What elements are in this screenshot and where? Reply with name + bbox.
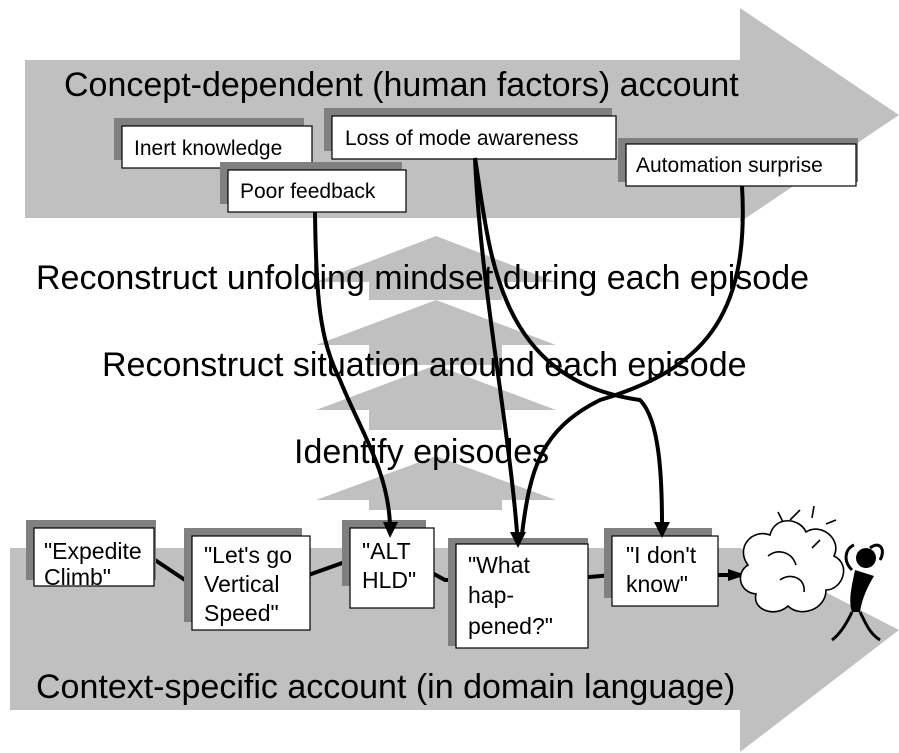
step-arrow-4 xyxy=(316,456,556,510)
concept-inert-knowledge: Inert knowledge xyxy=(114,118,313,169)
top-arrow-title: Concept-dependent (human factors) accoun… xyxy=(64,66,739,104)
falling-person-icon xyxy=(831,543,884,642)
link-arrowheads xyxy=(383,522,670,548)
concept-automation-surprise: Automation surprise xyxy=(618,138,858,187)
svg-text:"ALT: "ALT xyxy=(362,538,411,564)
event-vertical-speed: "Let's go Vertical Speed" xyxy=(184,528,311,631)
svg-text:Inert knowledge: Inert knowledge xyxy=(134,137,282,160)
svg-text:Climb": Climb" xyxy=(44,564,111,590)
event-alt-hld: "ALT HLD" xyxy=(342,520,435,609)
svg-text:Automation surprise: Automation surprise xyxy=(636,154,823,177)
svg-text:HLD": HLD" xyxy=(362,567,416,593)
svg-text:"Expedite: "Expedite xyxy=(44,538,142,564)
step-arrow-1 xyxy=(316,236,556,300)
svg-text:"What: "What xyxy=(468,552,530,578)
svg-text:know": know" xyxy=(626,571,688,597)
svg-text:pened?": pened?" xyxy=(468,613,553,639)
event-i-dont-know: "I don't know" xyxy=(604,528,719,607)
bottom-arrow-title: Context-specific account (in domain lang… xyxy=(36,668,735,706)
crash-pointer xyxy=(728,569,746,581)
svg-text:hap-: hap- xyxy=(468,582,514,608)
step-mindset-label: Reconstruct unfolding mindset during eac… xyxy=(36,259,809,297)
concept-poor-feedback: Poor feedback xyxy=(220,162,407,213)
step-arrow-3 xyxy=(316,365,556,430)
svg-text:"Let's go: "Let's go xyxy=(204,542,292,568)
svg-text:Poor feedback: Poor feedback xyxy=(240,180,376,203)
svg-text:"I don't: "I don't xyxy=(626,542,697,568)
step-situation-label: Reconstruct situation around each episod… xyxy=(102,346,747,384)
crash-cloud-icon xyxy=(739,505,845,613)
event-what-happened: "What hap- pened?" xyxy=(448,538,589,649)
concept-loss-of-mode-awareness: Loss of mode awareness xyxy=(324,108,617,160)
svg-text:Loss of mode awareness: Loss of mode awareness xyxy=(345,127,578,150)
event-expedite-climb: "Expedite Climb" xyxy=(26,520,156,590)
link-curves xyxy=(313,157,745,535)
svg-text:Speed": Speed" xyxy=(204,600,279,626)
svg-text:Vertical: Vertical xyxy=(204,571,279,597)
